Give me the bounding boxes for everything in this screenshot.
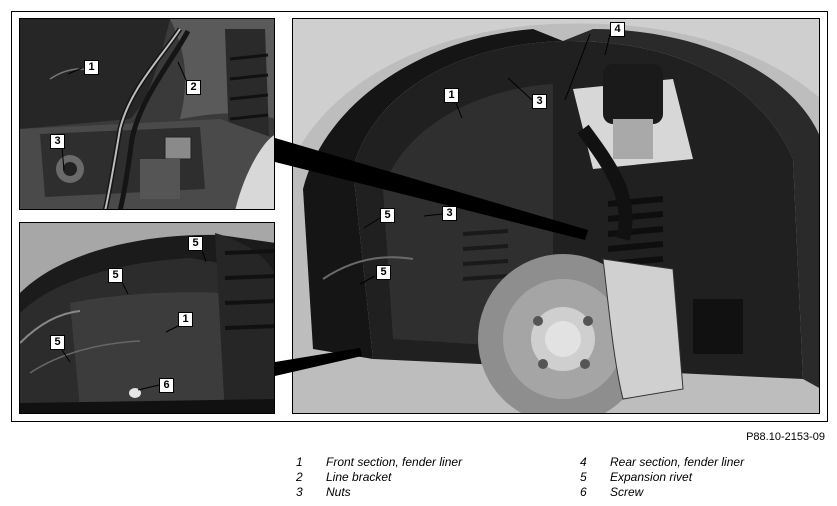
legend-number: 1: [296, 455, 303, 469]
legend-text: Nuts: [326, 485, 351, 499]
callout-main-3b: 3: [442, 206, 457, 221]
detail-photo-line-bracket: [19, 18, 275, 210]
callout-main-3a: 3: [532, 94, 547, 109]
legend-item: 4 Rear section, fender liner: [580, 455, 744, 470]
legend-number: 5: [580, 470, 587, 484]
legend-number: 6: [580, 485, 587, 499]
detail-photo-expansion-rivets: [19, 222, 275, 414]
legend-item: 2 Line bracket: [296, 470, 462, 485]
callout-tl-1: 1: [84, 60, 99, 75]
main-photo-wheel-arch-drawing: [293, 19, 819, 413]
figure-code: P88.10-2153-09: [746, 431, 825, 443]
detail-photo-line-bracket-drawing: [20, 19, 274, 209]
callout-bl-1: 1: [178, 312, 193, 327]
legend-text: Line bracket: [326, 470, 392, 484]
legend-text: Screw: [610, 485, 644, 499]
legend-number: 4: [580, 455, 587, 469]
callout-main-4: 4: [610, 22, 625, 37]
legend-left-column: 1 Front section, fender liner 2 Line brack…: [296, 455, 462, 500]
legend-item: 3 Nuts: [296, 485, 462, 500]
callout-tl-3: 3: [50, 134, 65, 149]
callout-main-1: 1: [444, 88, 459, 103]
callout-bl-5b: 5: [108, 268, 123, 283]
callout-tl-2: 2: [186, 80, 201, 95]
legend-number: 2: [296, 470, 303, 484]
legend-text: Expansion rivet: [610, 470, 693, 484]
legend-text: Front section, fender liner: [326, 455, 463, 469]
detail-photo-expansion-rivets-drawing: [20, 223, 274, 413]
legend-text: Rear section, fender liner: [610, 455, 745, 469]
callout-bl-5c: 5: [50, 335, 65, 350]
legend-number: 3: [296, 485, 303, 499]
legend-right-column: 4 Rear section, fender liner 5 Expansion r…: [580, 455, 744, 500]
legend-item: 6 Screw: [580, 485, 744, 500]
callout-bl-5a: 5: [188, 236, 203, 251]
main-photo-wheel-arch: [292, 18, 820, 414]
legend-item: 1 Front section, fender liner: [296, 455, 462, 470]
legend-item: 5 Expansion rivet: [580, 470, 744, 485]
callout-main-5a: 5: [380, 208, 395, 223]
callout-bl-6: 6: [159, 378, 174, 393]
callout-main-5b: 5: [376, 265, 391, 280]
